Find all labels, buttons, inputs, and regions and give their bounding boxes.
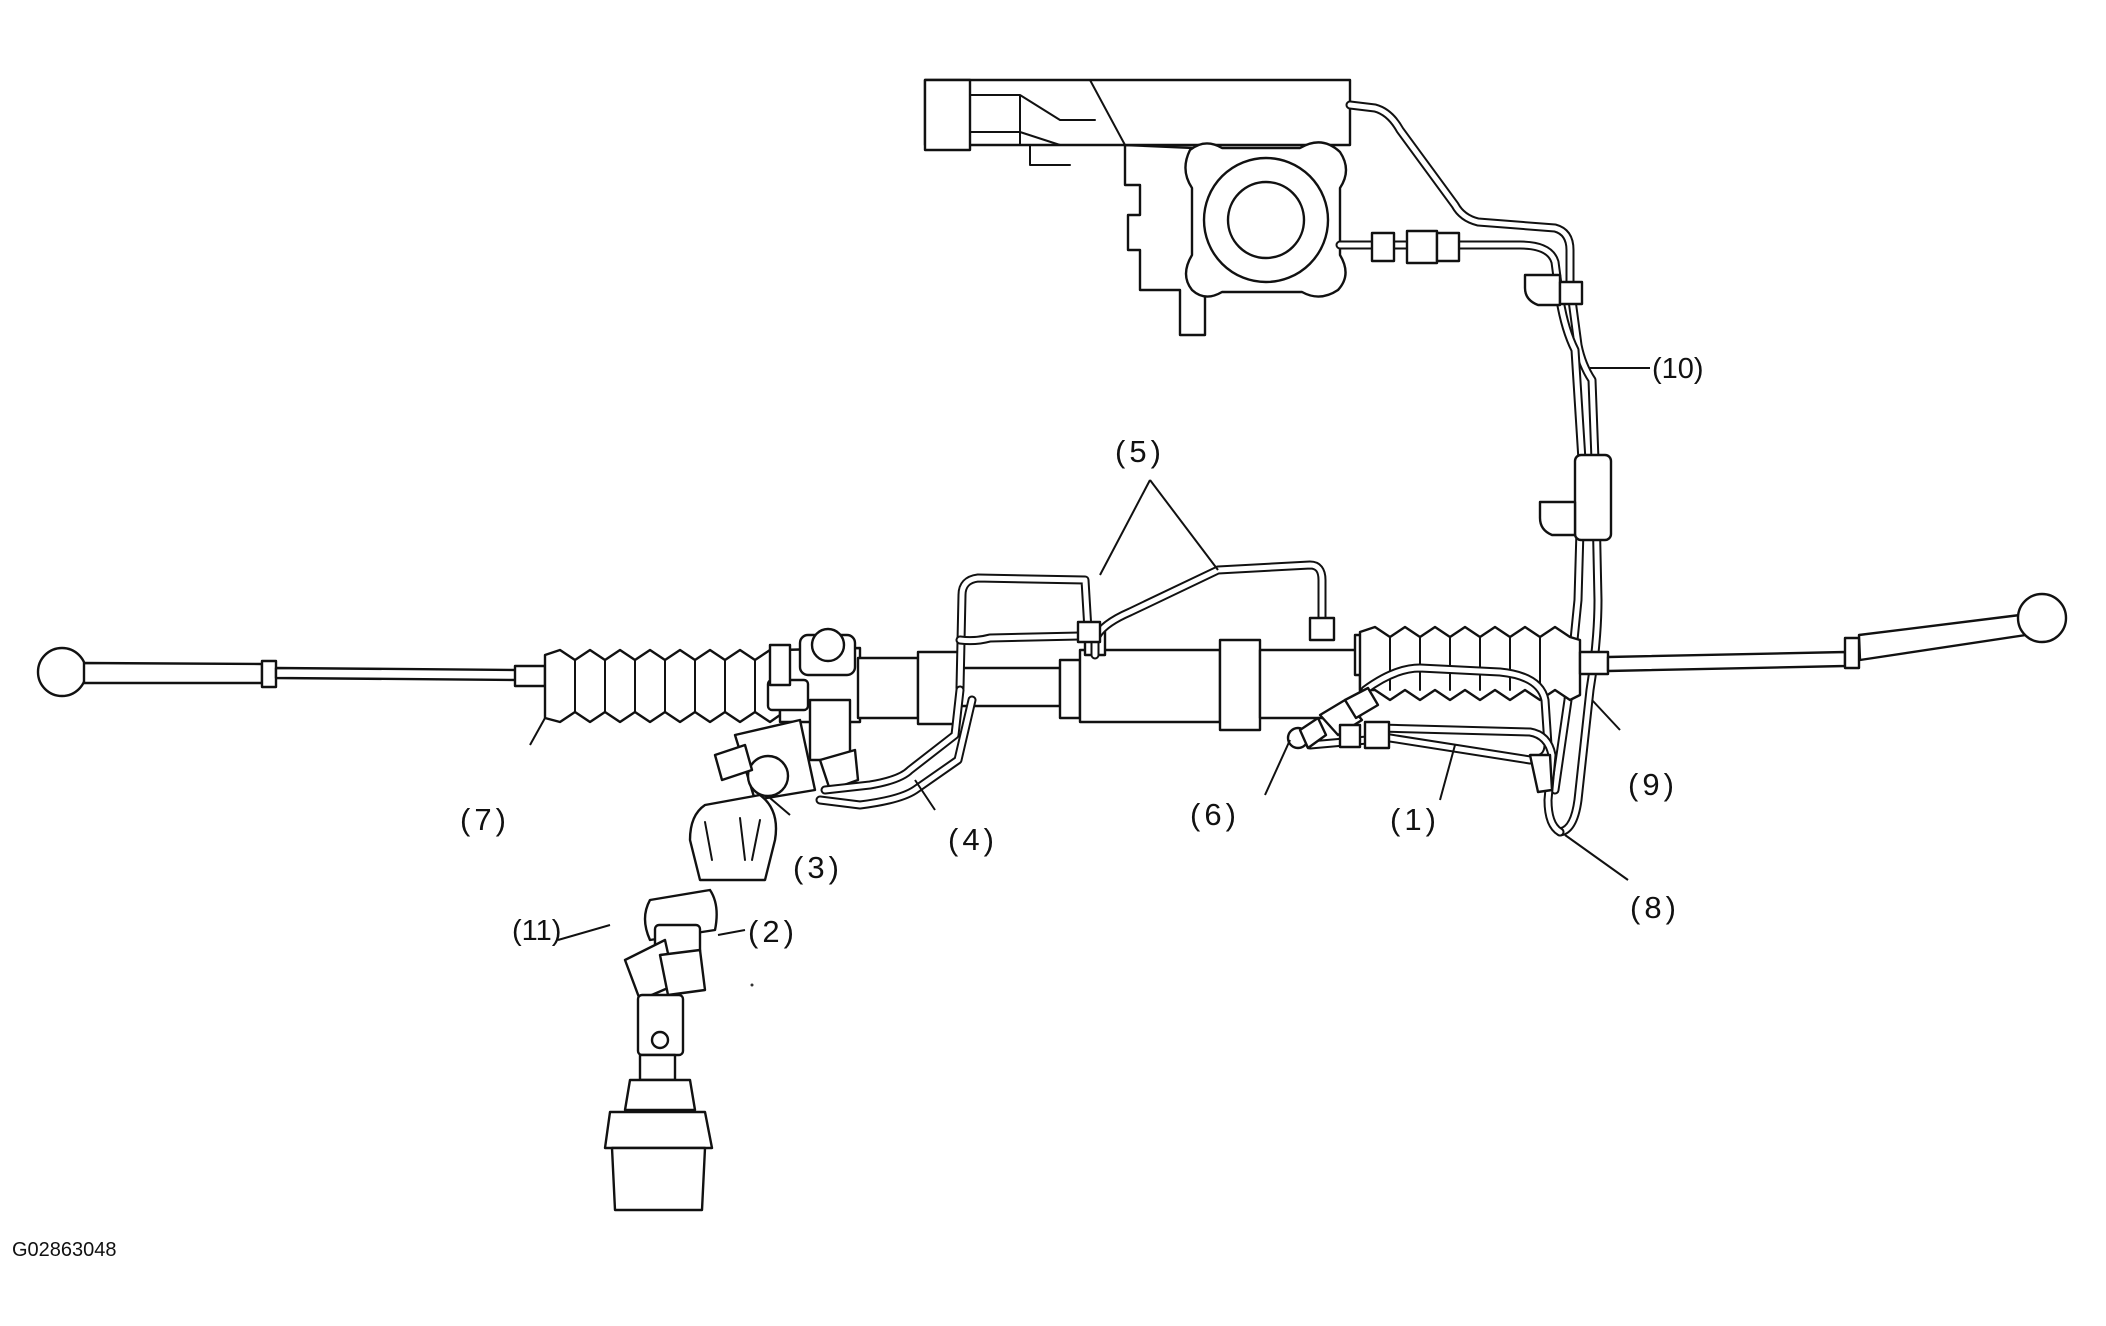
power-steering-pump [923, 78, 1352, 337]
callout-10: (10) [1652, 353, 1704, 385]
right-rack-boot [1358, 625, 1582, 702]
valve-pipe [815, 685, 977, 810]
callout-9: (9) [1628, 767, 1678, 802]
callout-4: (4) [948, 822, 998, 857]
left-rack-boot [543, 648, 782, 724]
return-pipes [1286, 663, 1565, 837]
pump-lines [1335, 100, 1613, 837]
control-valve [713, 627, 860, 802]
callout-5: (5) [1115, 434, 1165, 469]
callout-8: (8) [1630, 890, 1680, 925]
figure-id: G02863048 [12, 1239, 117, 1261]
callout-6: (6) [1190, 797, 1240, 832]
speck [750, 983, 754, 987]
rack-housing [778, 628, 1375, 732]
callout-7: (7) [460, 802, 510, 837]
left-tie-rod [36, 646, 547, 698]
callout-labels: (1) (2) (3) (4) (5) (6) (7) (8) (9) (10)… [460, 353, 1704, 949]
intermediate-shaft [603, 793, 778, 1212]
right-tie-rod [1578, 592, 2068, 676]
callout-2: (2) [748, 914, 798, 949]
callout-11: (11) [512, 915, 561, 947]
callout-1: (1) [1390, 802, 1440, 837]
callout-3: (3) [793, 850, 843, 885]
leader-lines [529, 367, 1650, 941]
